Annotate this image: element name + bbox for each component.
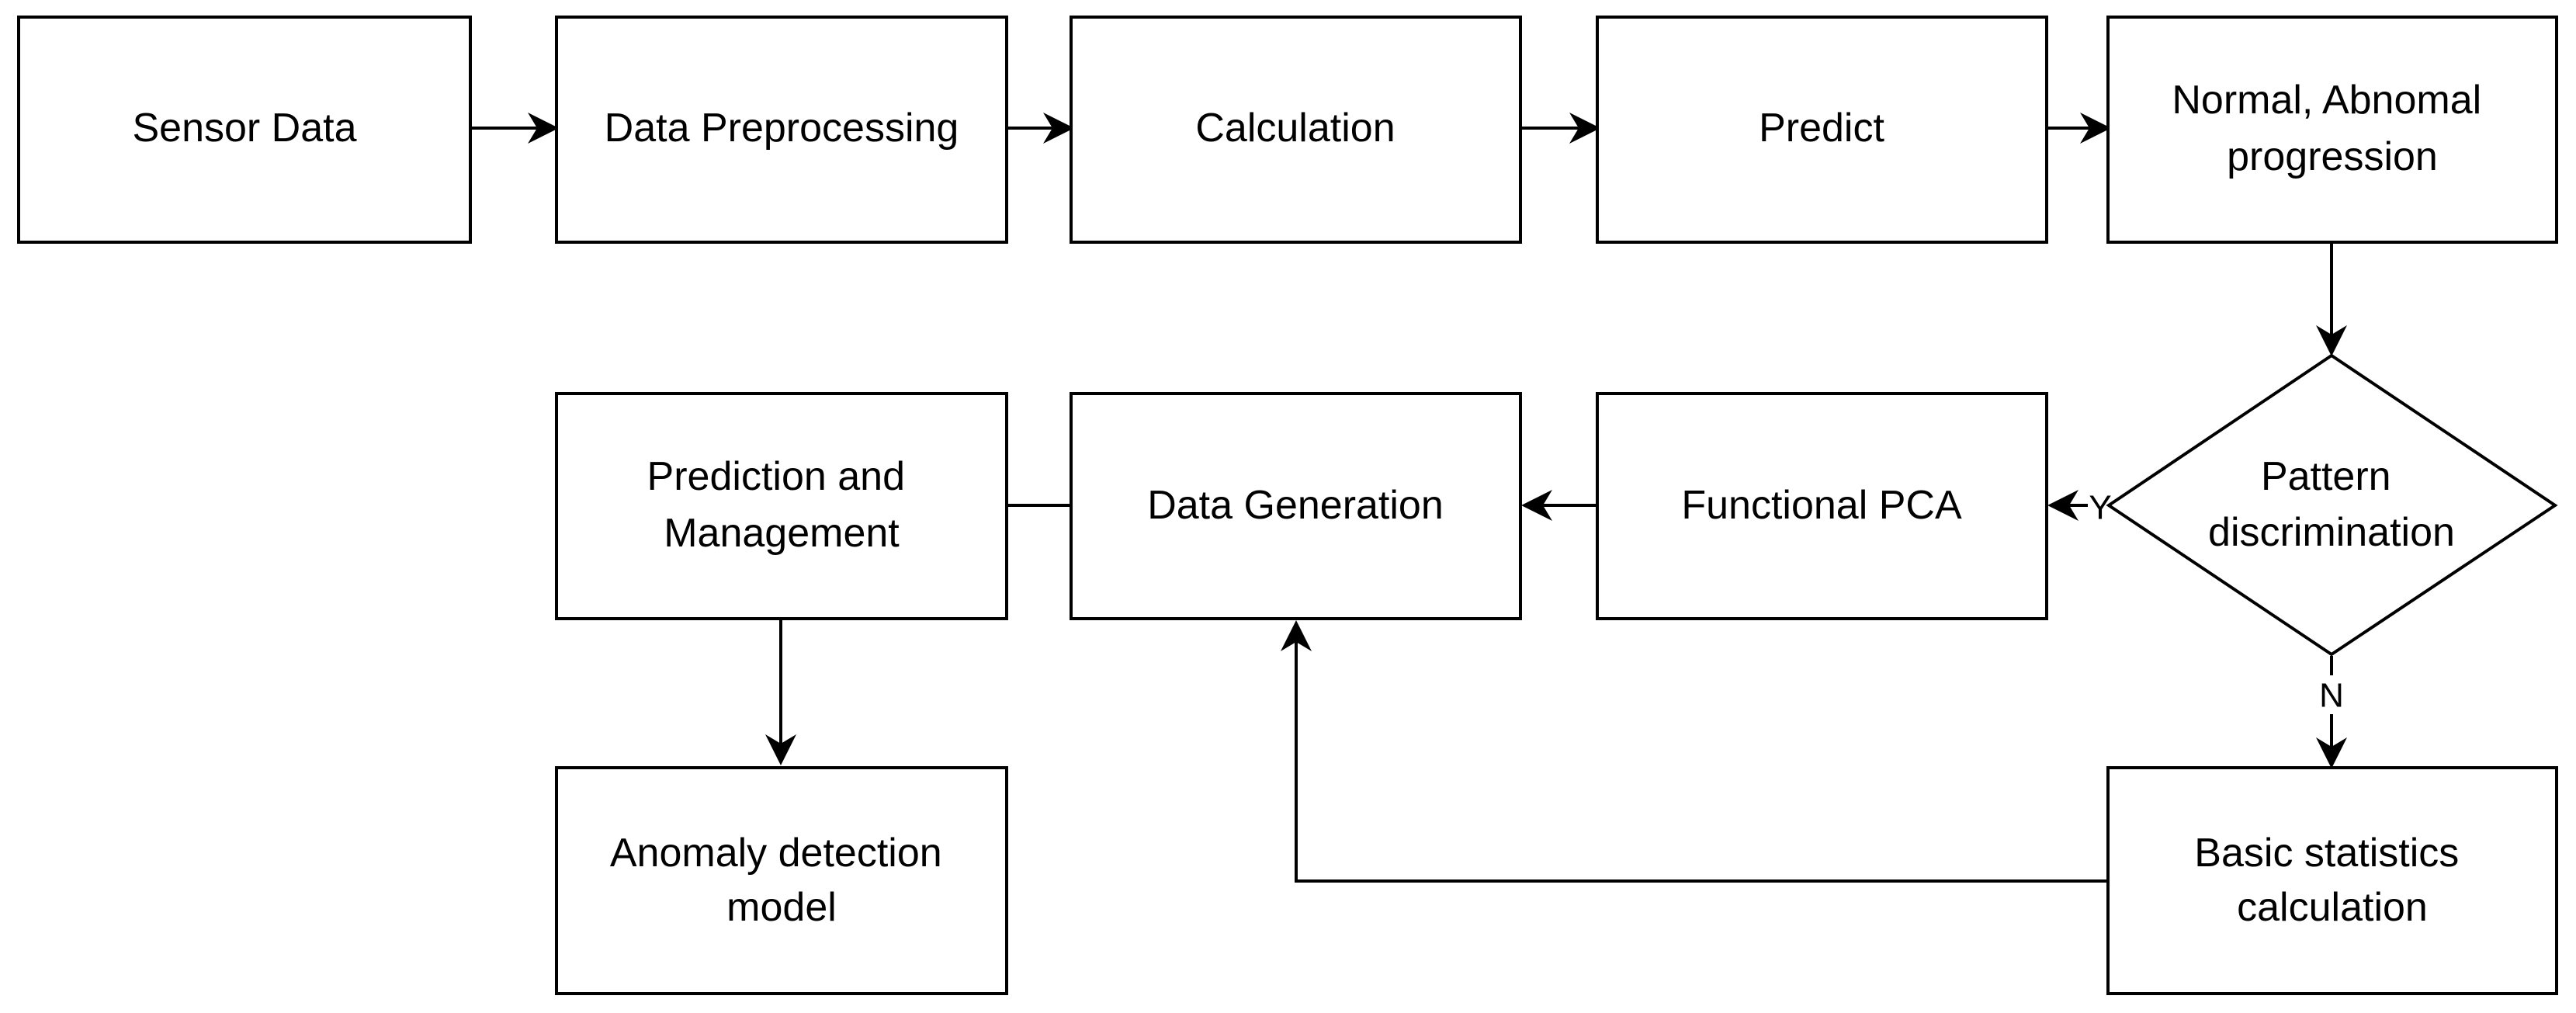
node-anomaly-line-1: Anomaly detection: [610, 831, 942, 876]
node-sensor-data-line-1: Sensor Data: [132, 106, 356, 151]
node-prediction-line-1: Prediction and: [647, 454, 905, 499]
node-data-preprocessing-line-1: Data Preprocessing: [605, 106, 959, 151]
node-anomaly-detection-model: Anomaly detection model: [555, 766, 1008, 995]
node-prediction-management: Prediction and Management: [555, 392, 1008, 620]
node-data-preprocessing: Data Preprocessing: [555, 16, 1008, 244]
node-calculation-line-1: Calculation: [1195, 106, 1395, 151]
node-basic-statistics-calculation: Basic statistics calculation: [2106, 766, 2558, 995]
node-data-generation-line-1: Data Generation: [1147, 483, 1444, 528]
node-predict: Predict: [1596, 16, 2048, 244]
node-normal-abnormal-progression-box: [2106, 16, 2558, 244]
node-normal-abnormal-progression: Normal, Abnomal progression: [2106, 16, 2558, 244]
node-basic-statistics-line-2: calculation: [2237, 885, 2428, 930]
edge-label-yes: Y: [2089, 489, 2111, 527]
node-data-generation-box: [1070, 392, 1522, 620]
node-normal-abnormal-progression-label: Normal, Abnomal progression: [2172, 78, 2492, 179]
node-functional-pca: Functional PCA: [1596, 392, 2048, 620]
node-functional-pca-line-1: Functional PCA: [1681, 483, 1962, 528]
node-functional-pca-label: Functional PCA: [1681, 483, 1962, 528]
node-sensor-data-label: Sensor Data: [132, 106, 356, 151]
node-pattern-discrimination-label: Pattern discrimination: [2208, 454, 2455, 555]
node-data-preprocessing-box: [555, 16, 1008, 244]
node-pattern-line-2: discrimination: [2208, 510, 2455, 555]
node-normal-abnormal-line-2: progression: [2227, 134, 2438, 179]
node-sensor-data-box: [17, 16, 472, 244]
node-anomaly-line-2: model: [726, 885, 837, 930]
node-anomaly-detection-model-box: [555, 766, 1008, 995]
node-data-preprocessing-label: Data Preprocessing: [605, 106, 959, 151]
node-prediction-management-box: [555, 392, 1008, 620]
edge-basicstats-to-datagen: [1281, 620, 2108, 883]
node-calculation-box: [1070, 16, 1522, 244]
node-predict-box: [1596, 16, 2048, 244]
node-basic-statistics-line-1: Basic statistics: [2194, 831, 2459, 876]
node-predict-line-1: Predict: [1759, 106, 1884, 151]
node-pattern-discrimination: Pattern discrimination: [2106, 353, 2558, 657]
node-normal-abnormal-line-1: Normal, Abnomal: [2172, 78, 2481, 123]
node-anomaly-detection-model-label: Anomaly detection model: [610, 831, 953, 930]
node-functional-pca-box: [1596, 392, 2048, 620]
edge-label-no-bg: [2317, 675, 2346, 714]
edge-label-no-group: N: [2317, 675, 2346, 715]
node-calculation: Calculation: [1070, 16, 1522, 244]
node-calculation-label: Calculation: [1195, 106, 1395, 151]
node-pattern-line-1: Pattern: [2261, 454, 2391, 499]
node-pattern-discrimination-diamond: [2106, 353, 2558, 657]
node-basic-statistics-calculation-box: [2106, 766, 2558, 995]
node-prediction-management-label: Prediction and Management: [647, 454, 917, 556]
node-prediction-line-2: Management: [664, 511, 900, 556]
node-data-generation: Data Generation: [1070, 392, 1522, 620]
node-predict-label: Predict: [1759, 106, 1884, 151]
edge-label-no: N: [2319, 677, 2344, 715]
node-data-generation-label: Data Generation: [1147, 483, 1444, 528]
node-basic-statistics-label: Basic statistics calculation: [2194, 831, 2470, 930]
node-sensor-data: Sensor Data: [17, 16, 472, 244]
